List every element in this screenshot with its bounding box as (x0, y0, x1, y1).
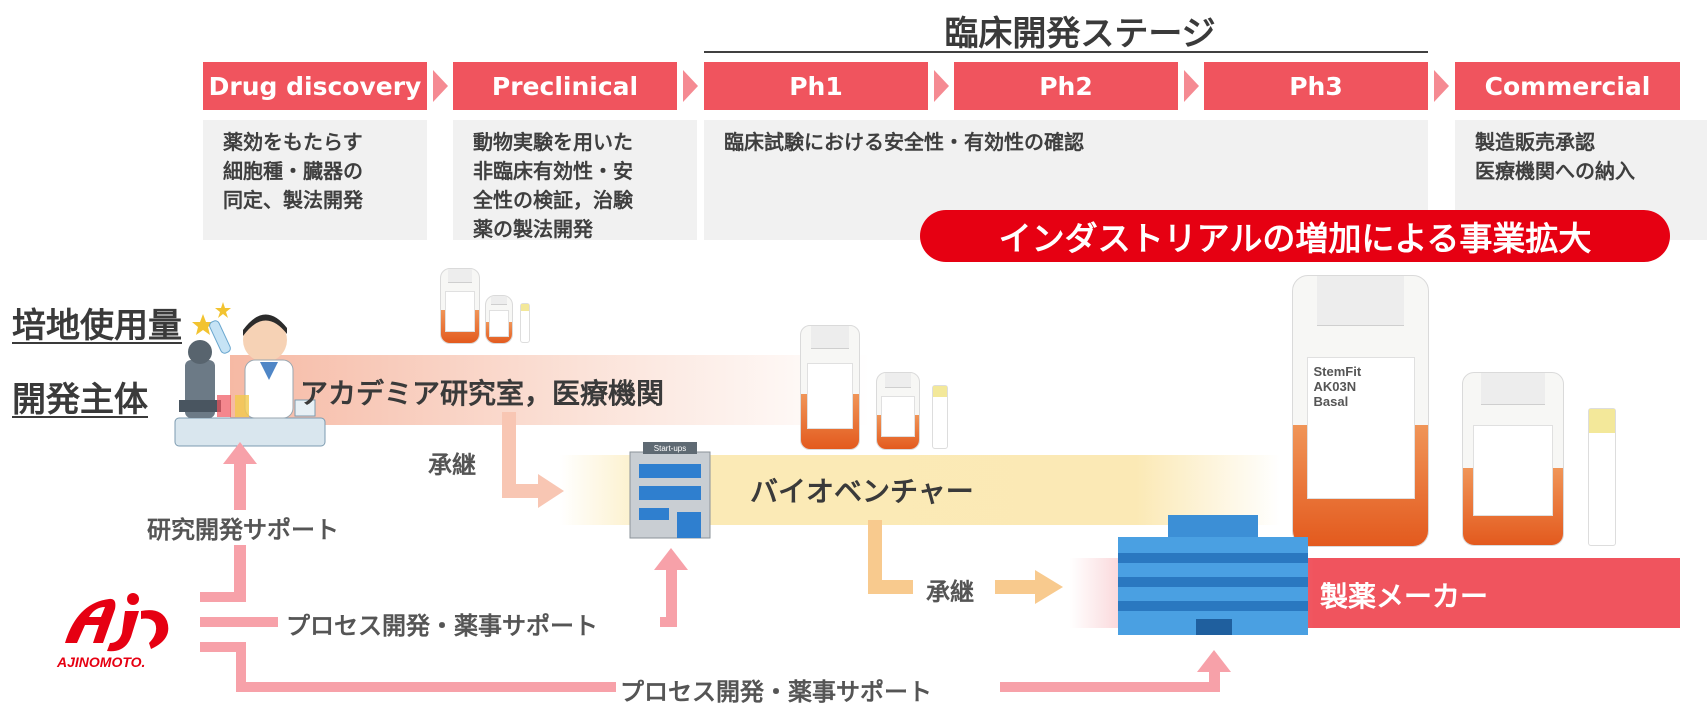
bioventure-label: バイオベンチャー (750, 475, 974, 508)
process-support-label-1: プロセス開発・薬事サポート (286, 612, 598, 640)
startup-building-icon: Start-ups (629, 442, 711, 539)
arrow-head-icon (538, 474, 564, 508)
process-support-1-branch (200, 617, 278, 627)
process-support-2-arrow (1209, 668, 1220, 692)
succession-arrow-1 (502, 412, 516, 496)
desc-line: 臨床試験における安全性・有効性の確認 (724, 130, 1084, 154)
succession-label-1: 承継 (428, 451, 476, 479)
rd-support-branch (200, 592, 246, 602)
academia-label: アカデミア研究室，医療機関 (300, 377, 665, 410)
logo-text: AJINOMOTO. (56, 654, 145, 670)
clinical-stage-underline (704, 51, 1428, 53)
vial-icon (520, 303, 530, 343)
rd-support-label: 研究開発サポート (143, 510, 343, 545)
clinical-stage-title: 臨床開発ステージ (944, 14, 1216, 54)
arrow-head-icon (1035, 570, 1063, 604)
succession-arrow-1-head-stem (502, 484, 538, 498)
industrial-growth-banner: インダストリアルの増加による事業拡大 (920, 210, 1670, 262)
phase-desc-preclinical: 動物実験を用いた 非臨床有効性・安 全性の検証，治験 薬の製法開発 (453, 120, 697, 241)
phase-desc-drug-discovery: 薬効をもたらす 細胞種・臓器の 同定、製法開発 (203, 120, 427, 240)
academia-band (230, 355, 870, 425)
medium-bottle-icon (876, 372, 920, 450)
phase-chevron (1184, 70, 1199, 102)
medium-bottle-icon (440, 268, 480, 344)
process-support-2-down (236, 642, 246, 688)
desc-line: 全性の検証，治験 (473, 188, 633, 212)
product-variant: Basal (1313, 394, 1349, 409)
building-sign: Start-ups (654, 444, 686, 453)
phase-drug-discovery: Drug discovery (203, 62, 427, 110)
phase-chevron (934, 70, 949, 102)
succession-arrow-2-stem-b (995, 580, 1035, 594)
desc-line: 動物実験を用いた (473, 130, 633, 154)
phase-ph1: Ph1 (704, 62, 928, 110)
phase-commercial: Commercial (1455, 62, 1680, 110)
product-brand: StemFit (1313, 364, 1362, 379)
phase-ph2: Ph2 (954, 62, 1178, 110)
succession-arrow-2-stem (868, 580, 913, 594)
scientist-illustration-icon (174, 302, 326, 447)
desc-line: 同定、製法開発 (223, 188, 363, 212)
vial-icon (932, 385, 948, 449)
desc-line: 医療機関への納入 (1475, 159, 1635, 183)
process-support-2-line-b (1000, 682, 1220, 692)
phase-chevron (683, 70, 698, 102)
arrow-head-icon (654, 548, 688, 570)
process-support-2-branch (200, 642, 246, 652)
arrow-head-icon (223, 442, 257, 464)
process-support-label-2: プロセス開発・薬事サポート (620, 678, 932, 706)
process-support-1-arrow (666, 565, 677, 627)
desc-line: 非臨床有効性・安 (473, 159, 633, 183)
phase-ph3: Ph3 (1204, 62, 1428, 110)
succession-label-2: 承継 (926, 578, 974, 606)
phase-chevron (1434, 70, 1449, 102)
ajinomoto-logo-icon: AJINOMOTO. (56, 593, 169, 670)
phase-chevron (433, 70, 448, 102)
medium-bottle-icon (485, 295, 513, 344)
pharma-label: 製薬メーカー (1320, 580, 1489, 613)
succession-arrow-2 (868, 520, 882, 590)
arrow-head-icon (1197, 650, 1231, 672)
product-name: AK03N (1313, 379, 1357, 394)
desc-line: 薬効をもたらす (223, 130, 363, 154)
medium-bottle-icon (800, 325, 860, 450)
medium-bottle-icon (1462, 372, 1564, 546)
process-support-2-line (236, 682, 616, 692)
developer-label: 開発主体 (12, 380, 148, 420)
medium-usage-label: 培地使用量 (12, 306, 182, 346)
phase-preclinical: Preclinical (453, 62, 677, 110)
desc-line: 細胞種・臓器の (223, 159, 363, 183)
pharma-building-icon (1118, 515, 1308, 635)
vial-icon (1588, 408, 1616, 546)
desc-line: 製造販売承認 (1475, 130, 1595, 154)
desc-line: 薬の製法開発 (473, 217, 593, 241)
